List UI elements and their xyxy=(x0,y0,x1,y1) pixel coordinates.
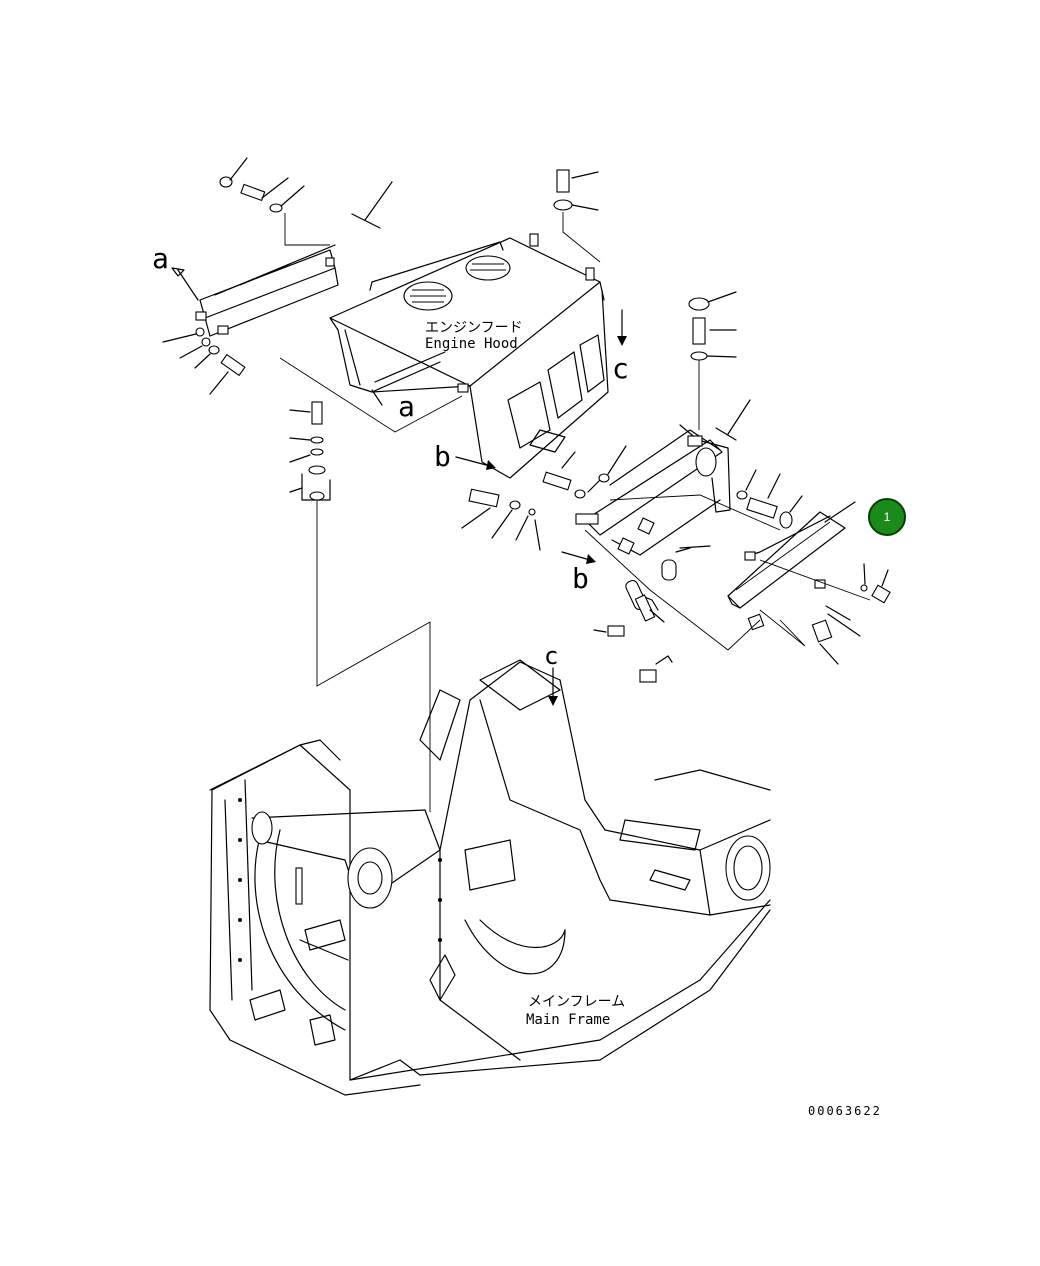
main-frame-label-en: Main Frame xyxy=(526,1012,610,1028)
view-marker-a: a xyxy=(152,242,169,275)
engine-hood-label-jp: エンジンフード xyxy=(425,320,523,336)
linkage-parts xyxy=(584,517,761,683)
main-frame-label-jp: メインフレーム xyxy=(528,994,625,1010)
drawing-number: 00063622 xyxy=(808,1104,882,1118)
callout-number: 1 xyxy=(884,510,891,524)
left-bolt-stack xyxy=(289,401,431,812)
view-marker-b: b xyxy=(434,440,451,473)
front-cover-assembly xyxy=(727,501,891,665)
engine-hood-label-en: Engine Hood xyxy=(425,336,518,352)
side-cover-assembly xyxy=(162,157,393,395)
view-marker-c: c xyxy=(544,642,558,670)
view-marker-b: b xyxy=(572,562,589,595)
callout-circle xyxy=(868,498,906,536)
leader-line xyxy=(279,357,463,433)
right-bracket-assembly xyxy=(461,291,803,564)
callout-badge-1[interactable]: 1 xyxy=(868,498,906,536)
view-marker-a: a xyxy=(398,390,415,423)
main-frame-assembly xyxy=(209,659,771,1096)
engine-hood-assembly xyxy=(329,169,627,479)
view-marker-c: c xyxy=(612,352,629,385)
